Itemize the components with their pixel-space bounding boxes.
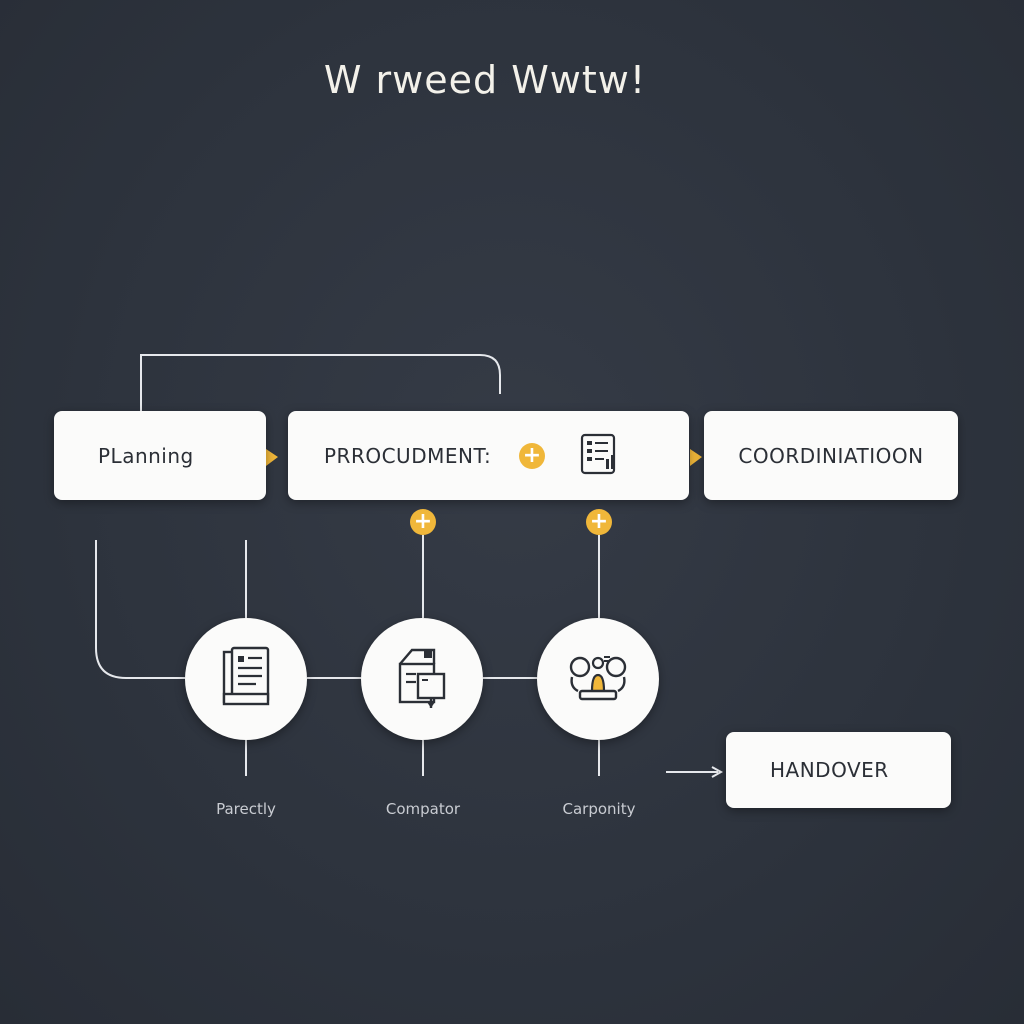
- step-procurement-label: PRROCUDMENT:: [324, 443, 492, 468]
- circle-caption: Compator: [385, 800, 461, 818]
- page-title: W rweed Wwtw!: [323, 58, 647, 102]
- circle-caption: Parectly: [216, 800, 276, 818]
- step-coordination-label: COORDINIATIOON: [738, 443, 924, 468]
- step-coordination[interactable]: COORDINIATIOON: [704, 411, 958, 500]
- circle-node-documents[interactable]: [185, 618, 307, 740]
- circle-caption: Carponity: [562, 800, 636, 818]
- add-node-icon[interactable]: +: [586, 509, 612, 535]
- add-icon[interactable]: +: [519, 442, 546, 469]
- step-planning[interactable]: PLanning: [54, 411, 266, 500]
- circle-node-team[interactable]: [537, 618, 659, 740]
- checklist-document-icon: [580, 433, 620, 482]
- step-handover-label: HANDOVER: [770, 758, 889, 782]
- circle-node-blueprint[interactable]: [361, 618, 483, 740]
- blueprint-icon: [394, 644, 450, 714]
- step-handover[interactable]: HANDOVER: [726, 732, 951, 808]
- team-collaboration-icon: [566, 647, 630, 711]
- step-procurement[interactable]: PRROCUDMENT: +: [288, 411, 689, 500]
- document-stack-icon: [220, 646, 272, 712]
- add-node-icon[interactable]: +: [410, 509, 436, 535]
- step-planning-label: PLanning: [98, 443, 194, 468]
